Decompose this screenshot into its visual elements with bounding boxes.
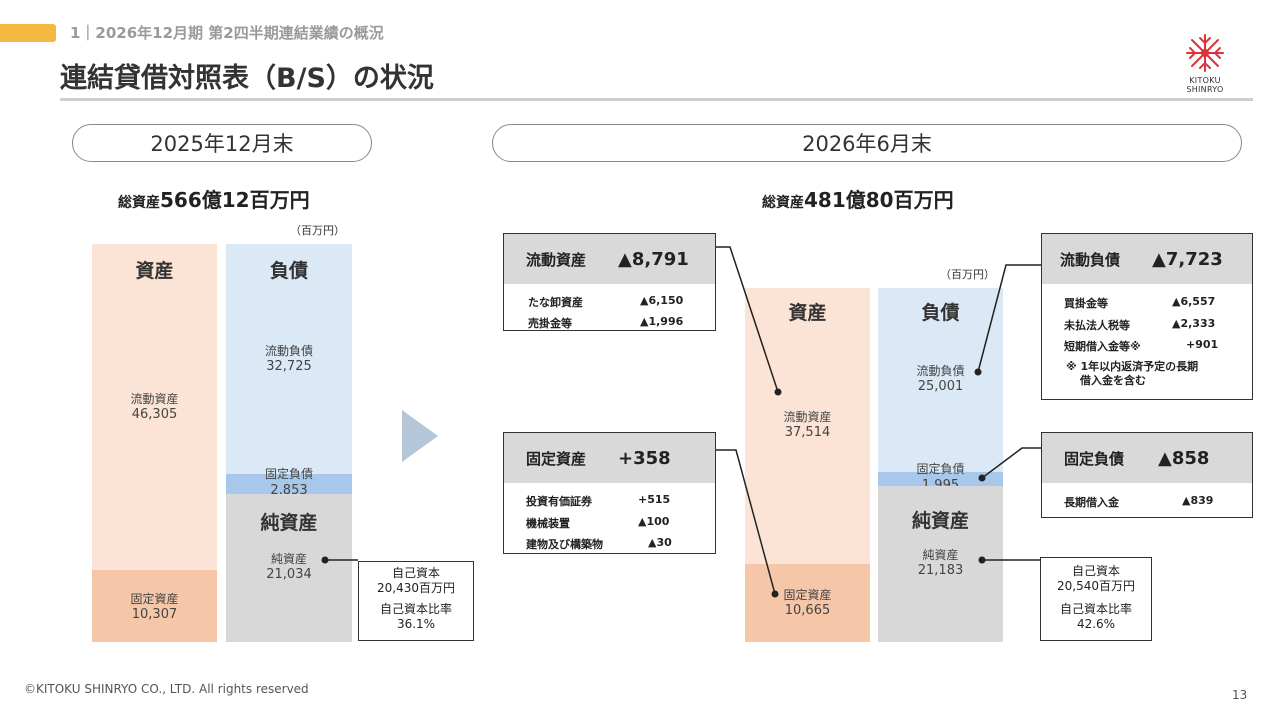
equity-label: 純資産 bbox=[922, 548, 959, 562]
current-liabilities-value: 25,001 bbox=[917, 379, 964, 394]
transition-arrow-icon bbox=[402, 410, 438, 462]
current-assets-block-left: 資産 流動資産 46,305 bbox=[92, 244, 217, 570]
callout-fixed-assets: 固定資産 +358 投資有価証券 +515 機械装置 ▲100 建物及び構築物 … bbox=[503, 432, 716, 554]
connector-dot bbox=[974, 368, 982, 376]
current-assets-value: 37,514 bbox=[784, 425, 831, 440]
current-liabilities-label: 流動負債 bbox=[264, 344, 313, 358]
current-assets-label: 流動資産 bbox=[783, 410, 832, 424]
section-label: 1｜2026年12月期 第2四半期連結業績の概況 bbox=[70, 24, 384, 42]
current-liabilities-label: 流動負債 bbox=[916, 364, 965, 378]
callout-header: 固定資産 +358 bbox=[504, 433, 715, 483]
fixed-assets-label: 固定資産 bbox=[783, 588, 832, 602]
callout-row-label: 長期借入金 bbox=[1064, 496, 1119, 509]
connector-current-assets bbox=[716, 246, 779, 393]
current-assets-label: 流動資産 bbox=[130, 392, 179, 406]
callout-header: 流動負債 ▲7,723 bbox=[1042, 234, 1252, 284]
callout-row-label: 建物及び構築物 bbox=[526, 538, 603, 551]
period-label-left: 2025年12月末 bbox=[72, 124, 372, 162]
fixed-liabilities-label: 固定負債 bbox=[264, 467, 313, 481]
connector-dot bbox=[321, 556, 329, 564]
fixed-liabilities-block-right: 固定負債 1,995 bbox=[878, 462, 1003, 493]
current-liabilities-value: 32,725 bbox=[266, 359, 312, 374]
callout-header: 固定負債 ▲858 bbox=[1042, 433, 1252, 483]
equity-block-right: 純資産 純資産 21,183 bbox=[878, 486, 1003, 642]
callout-row-value: +515 bbox=[638, 493, 671, 506]
callout-row-value: ▲6,557 bbox=[1172, 295, 1216, 308]
equity-label: 純資産 bbox=[270, 552, 307, 566]
fixed-assets-block-right: 固定資産 10,665 bbox=[745, 564, 870, 642]
assets-heading: 資産 bbox=[135, 260, 174, 282]
connector-dot bbox=[771, 590, 779, 598]
fixed-assets-label: 固定資産 bbox=[130, 592, 179, 606]
callout-row-value: ▲1,996 bbox=[640, 315, 684, 328]
callout-current-liabilities: 流動負債 ▲7,723 買掛金等 ▲6,557 未払法人税等 ▲2,333 短期… bbox=[1041, 233, 1253, 400]
callout-header: 流動資産 ▲8,791 bbox=[504, 234, 715, 284]
section-accent-bar bbox=[0, 24, 56, 42]
callout-row-value: ▲839 bbox=[1182, 494, 1214, 507]
connector-dot bbox=[978, 474, 986, 482]
total-assets-right: 総資産481億80百万円 bbox=[762, 188, 954, 212]
current-liabilities-block-left: 負債 流動負債 32,725 bbox=[226, 244, 352, 474]
fixed-assets-value: 10,307 bbox=[131, 607, 178, 622]
equity-heading: 純資産 bbox=[260, 512, 318, 534]
unit-label-left: （百万円） bbox=[290, 224, 345, 237]
connector-dot bbox=[774, 388, 782, 396]
callout-row-value: +901 bbox=[1186, 338, 1219, 351]
liabilities-heading: 負債 bbox=[921, 302, 960, 324]
connector-dot bbox=[978, 556, 986, 564]
callout-current-assets: 流動資産 ▲8,791 たな卸資産 ▲6,150 売掛金等 ▲1,996 bbox=[503, 233, 716, 331]
fixed-assets-value: 10,665 bbox=[784, 603, 831, 618]
connector-current-liabilities bbox=[977, 264, 1041, 373]
callout-row-label: 短期借入金等※ bbox=[1064, 340, 1141, 353]
current-liabilities-block-right: 負債 流動負債 25,001 bbox=[878, 288, 1003, 472]
callout-row-label: 機械装置 bbox=[526, 517, 570, 530]
total-assets-left: 総資産566億12百万円 bbox=[118, 188, 310, 212]
callout-row-value: ▲6,150 bbox=[640, 294, 684, 307]
period-label-right: 2026年6月末 bbox=[492, 124, 1242, 162]
equity-ratio-box-left: 自己資本 20,430百万円 自己資本比率 36.1% bbox=[358, 561, 474, 641]
equity-block-left: 純資産 純資産 21,034 bbox=[226, 494, 352, 642]
equity-value: 21,183 bbox=[917, 563, 964, 578]
callout-row-value: ▲30 bbox=[648, 536, 672, 549]
callout-row-label: 売掛金等 bbox=[528, 317, 572, 330]
equity-heading: 純資産 bbox=[911, 510, 969, 532]
liabilities-heading: 負債 bbox=[269, 260, 308, 282]
title-divider bbox=[60, 98, 1253, 101]
page-number: 13 bbox=[1232, 688, 1248, 702]
unit-label-right: （百万円） bbox=[940, 268, 995, 281]
fixed-liabilities-label: 固定負債 bbox=[916, 462, 965, 476]
callout-note: 借入金を含む bbox=[1080, 374, 1146, 387]
callout-row-label: たな卸資産 bbox=[528, 296, 583, 309]
fixed-assets-block-left: 固定資産 10,307 bbox=[92, 570, 217, 642]
copyright-footer: ©KITOKU SHINRYO CO., LTD. All rights res… bbox=[24, 682, 309, 696]
callout-row-value: ▲2,333 bbox=[1172, 317, 1216, 330]
current-assets-block-right: 資産 流動資産 37,514 bbox=[745, 288, 870, 564]
assets-heading: 資産 bbox=[788, 302, 827, 324]
connector-fixed-liabilities bbox=[981, 447, 1041, 479]
equity-ratio-box-right: 自己資本 20,540百万円 自己資本比率 42.6% bbox=[1040, 557, 1152, 641]
callout-row-label: 投資有価証券 bbox=[526, 495, 592, 508]
callout-row-label: 買掛金等 bbox=[1064, 297, 1108, 310]
callout-row-label: 未払法人税等 bbox=[1064, 319, 1130, 332]
current-assets-value: 46,305 bbox=[131, 407, 178, 422]
callout-fixed-liabilities: 固定負債 ▲858 長期借入金 ▲839 bbox=[1041, 432, 1253, 518]
callout-row-value: ▲100 bbox=[638, 515, 670, 528]
equity-value: 21,034 bbox=[266, 567, 312, 582]
snowflake-logo-icon bbox=[1186, 34, 1224, 72]
page-title: 連結貸借対照表（B/S）の状況 bbox=[60, 63, 434, 94]
connector-fixed-assets bbox=[716, 449, 776, 595]
callout-note: ※ 1年以内返済予定の長期 bbox=[1066, 360, 1199, 373]
